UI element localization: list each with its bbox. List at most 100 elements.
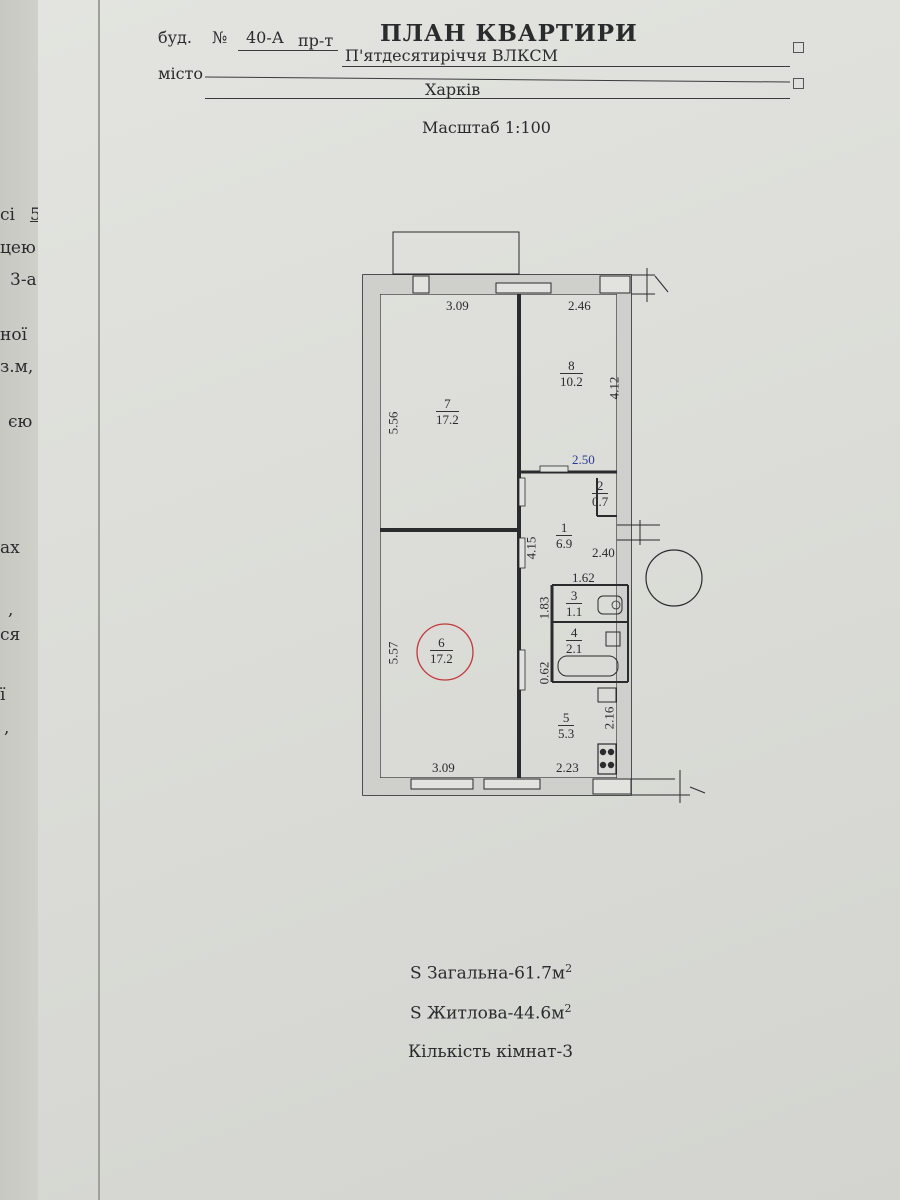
stove-burner [607, 761, 615, 769]
wall-fill [363, 275, 631, 795]
fragment-text: , [8, 600, 14, 620]
room-area: 1.1 [566, 604, 583, 619]
room-number: 6 [430, 635, 453, 651]
dimension-label: 4.12 [606, 376, 622, 400]
window [410, 778, 474, 790]
room-area: 6.9 [556, 536, 573, 551]
building-number: 40-А [246, 28, 284, 47]
window [495, 282, 552, 294]
fragment-text: єю [8, 412, 33, 432]
living-area: S Житлова-44.6м2 [410, 1002, 571, 1024]
dimension-label: 2.16 [601, 706, 617, 730]
room-label-7: 7 17.2 [436, 396, 459, 427]
dimension-label: 2.46 [568, 298, 591, 313]
dimension-label: 4.15 [523, 536, 539, 560]
room-number: 7 [436, 396, 459, 412]
room-label-8: 8 10.2 [560, 358, 583, 389]
city-underline [205, 98, 790, 99]
fragment-text: ся [0, 625, 21, 645]
window [592, 778, 632, 795]
room-label-6: 6 17.2 [430, 635, 453, 666]
page-edge [98, 0, 100, 1200]
stove-burner [599, 761, 607, 769]
door-opening [518, 649, 526, 691]
room-label-4: 4 2.1 [566, 625, 583, 656]
fragment-text: з.м, [0, 357, 34, 377]
sink-fixture [605, 631, 621, 647]
dimension-label: 2.40 [592, 545, 615, 560]
room-area: 10.2 [560, 374, 583, 389]
room-6-mark [416, 623, 474, 681]
room-label-2: 2 0.7 [592, 478, 609, 509]
dimension-label: 5.57 [385, 641, 401, 665]
room-number: 3 [566, 588, 583, 604]
fragment-text: ної [0, 325, 28, 345]
fragment-text: 5 [30, 205, 41, 225]
stove-burner [607, 748, 615, 756]
fragment-text: ах [0, 538, 20, 558]
stove-burner [599, 748, 607, 756]
wall-stub [631, 268, 669, 302]
document-page [38, 0, 900, 1200]
room-label-5: 5 5.3 [558, 710, 575, 741]
room-number: 8 [560, 358, 583, 374]
room-area: 0.7 [592, 494, 609, 509]
room-area: 17.2 [430, 651, 453, 666]
stair-circle [645, 549, 703, 607]
rooms-count: Кількість кімнат-3 [408, 1042, 574, 1062]
outer-wall-outer [362, 274, 632, 796]
toilet-fixture [611, 600, 621, 610]
dimension-label: 3.09 [446, 298, 469, 313]
dimension-label: 2.50 [572, 452, 595, 467]
street-name: П'ятдесятиріччя ВЛКСМ [345, 46, 558, 65]
room-number: 4 [566, 625, 583, 641]
room-number: 5 [558, 710, 575, 726]
dimension-label: 1.62 [572, 570, 595, 585]
door-opening [539, 465, 569, 473]
room-area: 17.2 [436, 412, 459, 427]
number-label: № [212, 28, 228, 47]
entry-stub [617, 520, 660, 545]
living-area-text: S Житлова-44.6м [410, 1003, 565, 1024]
room-label-3: 3 1.1 [566, 588, 583, 619]
dimension-label: 2.23 [556, 760, 579, 775]
dimension-label: 3.09 [432, 760, 455, 775]
window [412, 275, 430, 294]
superscript: 2 [564, 1002, 572, 1015]
checkbox-city [793, 78, 804, 89]
room-number: 2 [592, 478, 609, 494]
checkbox-street [793, 42, 804, 53]
total-area-text: S Загальна-61.7м [410, 963, 566, 984]
superscript: 2 [565, 962, 573, 975]
fragment-text: , [4, 718, 10, 738]
room-area: 5.3 [558, 726, 575, 741]
toilet-fixture [597, 595, 623, 615]
wall-stub [631, 770, 706, 803]
window [599, 275, 631, 294]
door-opening [518, 477, 526, 507]
dimension-label: 0.62 [536, 661, 552, 685]
balcony-outline [392, 231, 520, 275]
plan-title: ПЛАН КВАРТИРИ [380, 20, 638, 47]
stove-fixture [597, 743, 617, 775]
dimension-label: 5.56 [385, 411, 401, 435]
city-label: місто [158, 64, 204, 83]
kitchen-sink-fixture [597, 687, 617, 703]
number-underline [238, 50, 338, 51]
city-name: Харків [425, 80, 481, 99]
scale-label: Масштаб 1:100 [422, 118, 551, 137]
room-area: 2.1 [566, 641, 583, 656]
street-type: пр-т [298, 31, 334, 50]
window [483, 778, 541, 790]
fragment-text: ї [0, 685, 6, 705]
total-area: S Загальна-61.7м2 [410, 962, 572, 984]
street-underline [342, 66, 790, 67]
bathtub-fixture [557, 655, 619, 677]
fragment-text: сі [0, 205, 15, 225]
building-label: буд. [158, 28, 192, 47]
fragment-text: 3-а [10, 270, 37, 290]
door-opening [518, 537, 526, 569]
room-number: 1 [556, 520, 573, 536]
dimension-label: 1.83 [536, 596, 552, 620]
